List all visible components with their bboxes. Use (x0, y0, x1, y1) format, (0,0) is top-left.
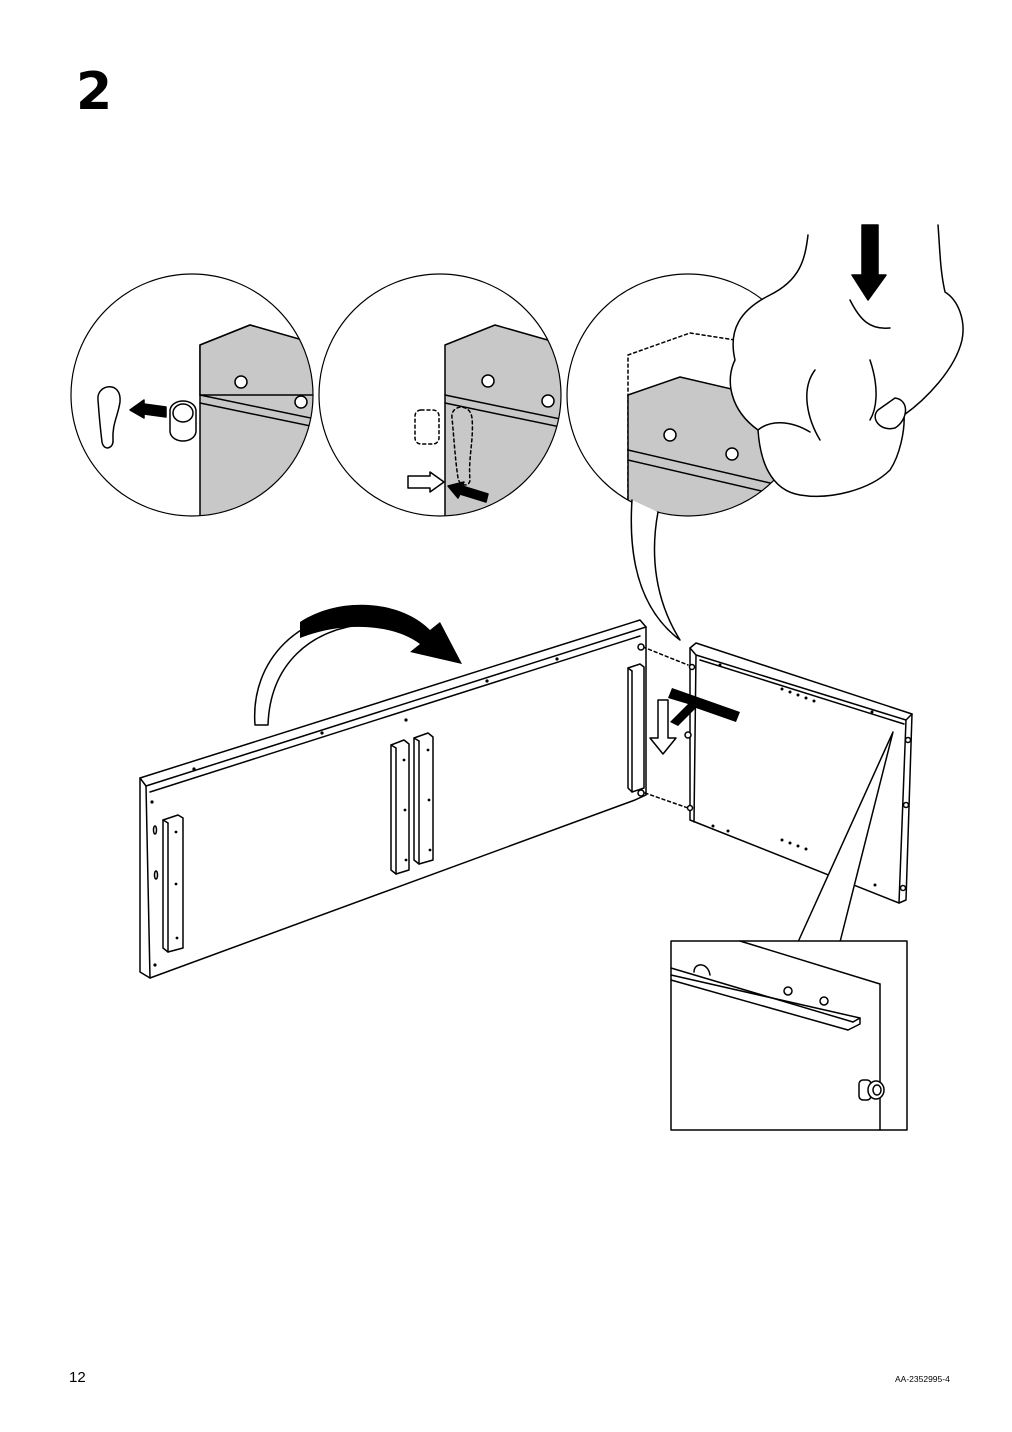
down-arrow-icon (851, 224, 887, 301)
main-panel (139, 619, 647, 979)
detail-box-corner (670, 940, 908, 1131)
page-number: 12 (69, 1369, 86, 1386)
step-number: 2 (76, 62, 113, 122)
dowel-icon (858, 1079, 885, 1101)
document-code: AA-2352995-4 (895, 1374, 950, 1384)
detail-circle-push (318, 273, 562, 517)
detail-circle-insert (70, 273, 314, 517)
insert-arrow-icon (668, 688, 740, 726)
detail-circle-press (566, 224, 964, 517)
connection-lines (637, 643, 740, 809)
rotate-arrow-icon (253, 604, 462, 726)
hand-icon (729, 224, 964, 497)
down-arrow-outline-icon (649, 699, 677, 755)
